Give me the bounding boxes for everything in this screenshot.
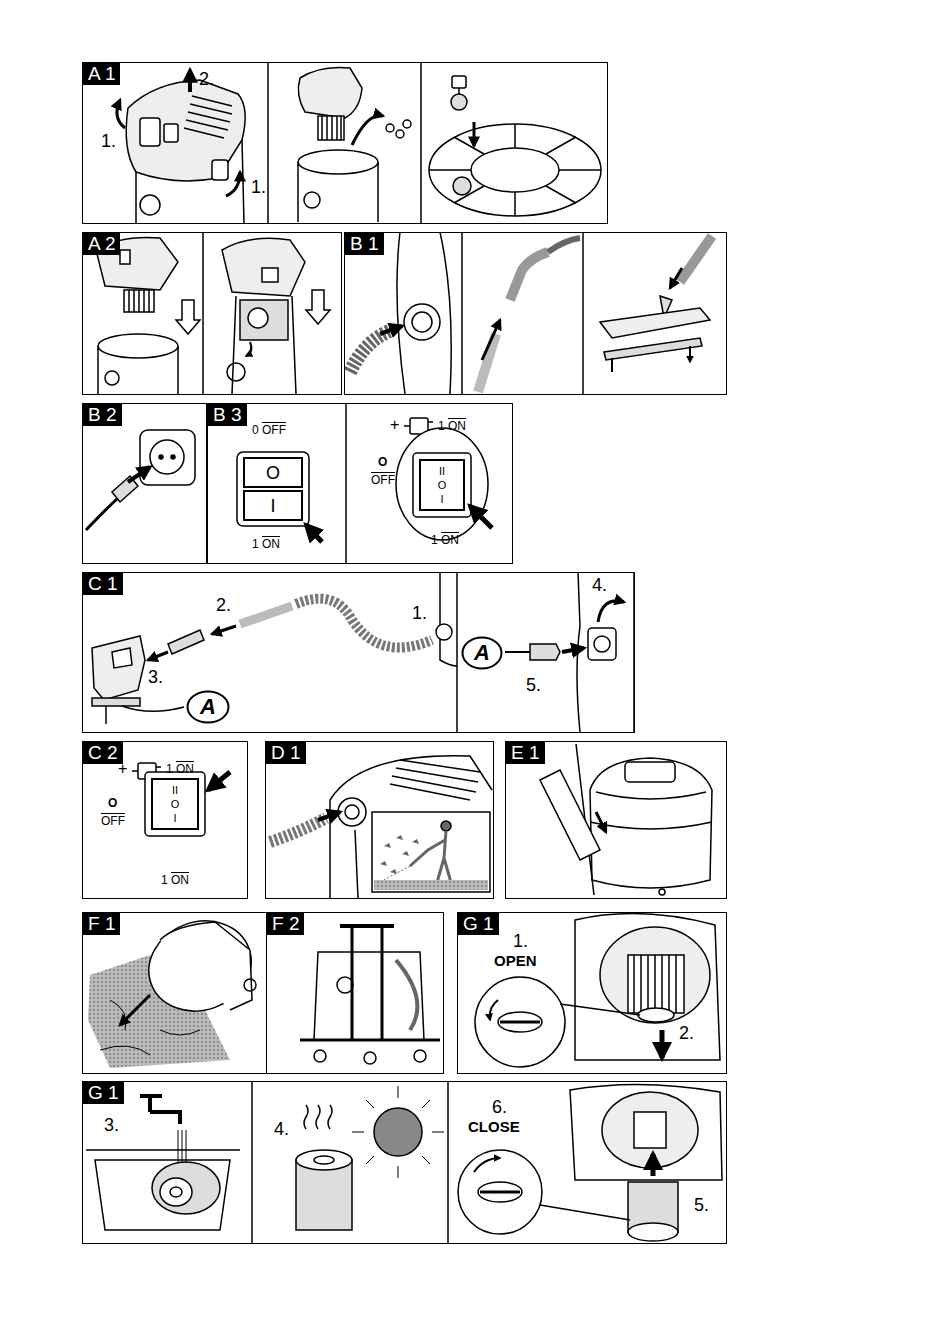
callout-number: 3. <box>104 1116 119 1136</box>
switch-symbol: II <box>439 464 445 478</box>
callout-number: 2. <box>199 70 214 90</box>
switch-caption: OFF <box>371 474 395 487</box>
switch-caption: O <box>378 456 387 469</box>
callout-number: 5. <box>526 676 541 696</box>
panel-label: A 2 <box>83 233 120 255</box>
switch-caption: 0 <box>252 424 259 437</box>
switch-symbol: O <box>438 478 447 492</box>
switch-caption: ON <box>171 874 189 887</box>
step-panel: G 1 <box>82 1081 727 1244</box>
switch-caption: + <box>390 416 399 434</box>
step-panel: F 2 <box>266 912 444 1074</box>
panel-label: C 1 <box>83 573 123 595</box>
callout-number: 5. <box>694 1196 709 1216</box>
switch-caption: 1 <box>161 874 168 887</box>
panel-label: E 1 <box>506 742 545 764</box>
switch-caption: OPEN <box>494 953 537 970</box>
step-panel: A 2 <box>82 232 342 395</box>
panel-label: G 1 <box>83 1082 124 1104</box>
switch-caption: + <box>118 760 127 778</box>
switch-key: I <box>243 490 303 521</box>
switch-caption: ON <box>441 534 459 547</box>
panel-label: F 2 <box>267 913 304 935</box>
switch-caption: 1 <box>166 763 173 776</box>
switch-symbol: O <box>171 797 180 811</box>
marker-circle <box>186 690 230 724</box>
panel-label: B 3 <box>208 404 247 426</box>
step-panel: B 1 <box>344 232 727 395</box>
callout-number: 2. <box>679 1024 694 1044</box>
connection-marker: A <box>461 636 503 670</box>
switch-symbol: I <box>173 811 176 825</box>
step-panel: E 1 <box>505 741 727 899</box>
callout-number: 3. <box>148 668 163 688</box>
switch-symbol: I <box>440 492 443 506</box>
switch-caption: 1 <box>438 420 445 433</box>
callout-number: 2. <box>216 596 231 616</box>
marker-outline <box>463 638 502 669</box>
step-panel: OIIIOIB 3 <box>207 403 513 564</box>
switch-symbol: II <box>172 783 178 797</box>
callout-number: 4. <box>592 576 607 596</box>
switch-caption: OFF <box>101 815 125 828</box>
switch-symbol: I <box>270 496 275 516</box>
callout-number: 1. <box>251 178 266 198</box>
panel-label: G 1 <box>458 913 499 935</box>
switch-caption: ON <box>176 763 194 776</box>
switch-caption: OFF <box>262 424 286 437</box>
callout-number: 1. <box>412 604 427 624</box>
panel-label: D 1 <box>266 742 306 764</box>
callout-number: 1. <box>101 132 116 152</box>
callout-number: 1. <box>513 932 528 952</box>
rocker-switch: IIOI <box>419 459 465 511</box>
panel-label: B 1 <box>345 233 384 255</box>
step-panel: D 1 <box>265 741 494 899</box>
panel-label: F 1 <box>83 913 120 935</box>
panel-label: B 2 <box>83 404 122 426</box>
panel-label: C 2 <box>83 742 123 764</box>
step-panel: A A C 1 <box>82 572 635 733</box>
switch-caption: CLOSE <box>468 1119 520 1136</box>
switch-symbol: O <box>266 463 280 483</box>
switch-caption: ON <box>448 420 466 433</box>
step-panel: F 1 <box>82 912 267 1074</box>
panel-label: A 1 <box>83 63 120 85</box>
switch-symbol: A <box>200 695 216 719</box>
callout-number: 6. <box>492 1098 507 1118</box>
switch-symbol: A <box>474 641 490 665</box>
rocker-switch: IIOI <box>151 778 199 830</box>
switch-caption: O <box>108 797 117 810</box>
switch-caption: ON <box>262 538 280 551</box>
switch-caption: 1 <box>252 538 259 551</box>
marker-outline <box>188 692 229 723</box>
switch-caption: 1 <box>431 534 438 547</box>
callout-number: 4. <box>274 1120 289 1140</box>
step-panel: G 1 <box>457 912 727 1074</box>
step-panel: IIOIC 2 <box>82 741 248 899</box>
step-panel: B 2 <box>82 403 207 564</box>
connection-marker: A <box>186 690 230 724</box>
switch-key: O <box>243 457 303 488</box>
marker-circle <box>461 636 503 670</box>
step-panel: A 1 <box>82 62 608 224</box>
